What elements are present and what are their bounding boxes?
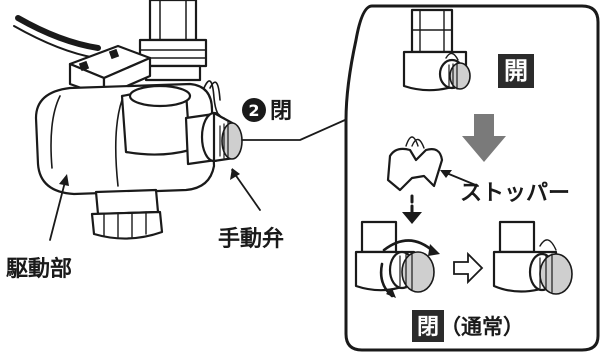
manual-valve-knob (184, 80, 243, 166)
stopper-leader (440, 170, 479, 187)
step-label: 閉 (270, 99, 292, 124)
bottom-nut (90, 188, 164, 240)
down-arrow-black (402, 194, 422, 224)
cable (15, 15, 101, 51)
step-circle (242, 98, 266, 122)
manual-valve-label: 手動弁 (218, 226, 284, 252)
close-badge: 閉 (412, 310, 444, 342)
valve-body (34, 82, 216, 196)
down-arrow-gray (462, 114, 506, 162)
valve-unit (13, 0, 346, 241)
drive-unit-label: 駆動部 (6, 256, 72, 282)
close-badge-label: 閉 (417, 315, 439, 340)
stopper-label: ストッパー (460, 181, 570, 206)
valve-closing-view (354, 220, 440, 298)
valve-closed-view (492, 220, 573, 295)
drive-unit-leader (49, 174, 69, 241)
hollow-right-arrow (453, 251, 484, 285)
stopper-part (386, 136, 444, 192)
open-badge-label: 開 (504, 57, 528, 85)
step-2-close: 2 閉 (242, 98, 292, 124)
callout-line (241, 119, 346, 141)
manual-valve-leader (230, 168, 261, 211)
normal-note: （通常） (440, 315, 524, 339)
valve-open-view (402, 8, 471, 92)
callout-panel: 開 ストッパー (344, 4, 600, 352)
top-pipe (138, 0, 208, 82)
step-number: 2 (248, 101, 259, 120)
open-badge: 開 (498, 54, 534, 88)
